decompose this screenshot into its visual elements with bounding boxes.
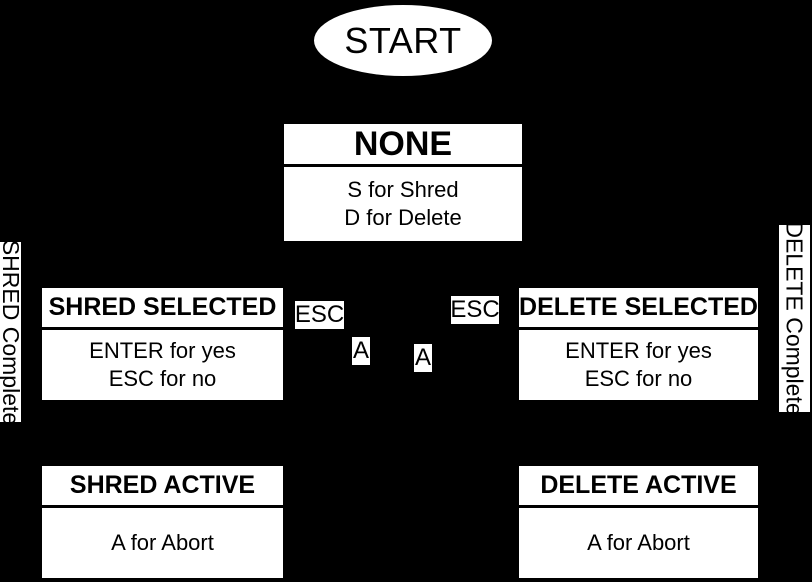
edge-none-to-delete-selected: [637, 241, 640, 288]
state-node-delete-selected: DELETE SELECTED ENTER for yes ESC for no: [519, 288, 758, 400]
state-body-delete-selected: ENTER for yes ESC for no: [519, 330, 758, 400]
state-title-bar-shred-active: SHRED ACTIVE: [42, 466, 283, 508]
edge-label-delete-complete-text: DELETE Complete: [782, 225, 808, 412]
state-title-shred-selected: SHRED SELECTED: [48, 293, 277, 321]
edge-none-to-shred-selected: [161, 241, 164, 288]
state-line: S for Shred: [347, 176, 459, 202]
edge-delete-selected-to-delete-active: [637, 400, 640, 466]
state-title-delete-selected: DELETE SELECTED: [519, 293, 758, 321]
state-title-bar-delete-active: DELETE ACTIVE: [519, 466, 758, 508]
state-line: ENTER for yes: [89, 337, 236, 363]
state-title-delete-active: DELETE ACTIVE: [540, 471, 737, 499]
edge-label-shred-complete: SHRED Complete: [0, 242, 21, 422]
state-title-bar-shred-selected: SHRED SELECTED: [42, 288, 283, 330]
edge-label-shred-cancel: ESC: [294, 301, 345, 329]
edge-start-to-none: [401, 76, 404, 124]
state-node-none: NONE S for Shred D for Delete: [284, 124, 522, 241]
state-body-shred-active: A for Abort: [42, 508, 283, 578]
state-line: ESC for no: [108, 366, 217, 391]
edge-label-shred-abort: A: [352, 337, 370, 365]
edge-label-delete-cancel: ESC: [450, 296, 500, 324]
state-body-delete-active: A for Abort: [519, 508, 758, 578]
start-node: START: [314, 5, 492, 76]
edge-label-shred-complete-text: SHRED Complete: [0, 242, 21, 422]
state-title-bar-none: NONE: [284, 124, 522, 167]
state-node-shred-selected: SHRED SELECTED ENTER for yes ESC for no: [42, 288, 283, 400]
state-line: ENTER for yes: [565, 337, 712, 363]
edge-label-delete-abort: A: [414, 344, 432, 372]
state-line: A for Abort: [587, 529, 690, 555]
state-line: D for Delete: [344, 205, 462, 230]
state-line: A for Abort: [111, 529, 214, 555]
state-title-shred-active: SHRED ACTIVE: [69, 471, 256, 499]
state-body-none: S for Shred D for Delete: [284, 167, 522, 241]
state-title-bar-delete-selected: DELETE SELECTED: [519, 288, 758, 330]
start-node-label: START: [344, 19, 462, 61]
state-line: ESC for no: [584, 366, 693, 391]
edge-label-delete-complete: DELETE Complete: [779, 225, 810, 412]
state-title-none: NONE: [353, 125, 453, 163]
edge-shred-selected-to-shred-active: [161, 400, 164, 466]
state-body-shred-selected: ENTER for yes ESC for no: [42, 330, 283, 400]
state-node-delete-active: DELETE ACTIVE A for Abort: [519, 466, 758, 578]
state-node-shred-active: SHRED ACTIVE A for Abort: [42, 466, 283, 578]
